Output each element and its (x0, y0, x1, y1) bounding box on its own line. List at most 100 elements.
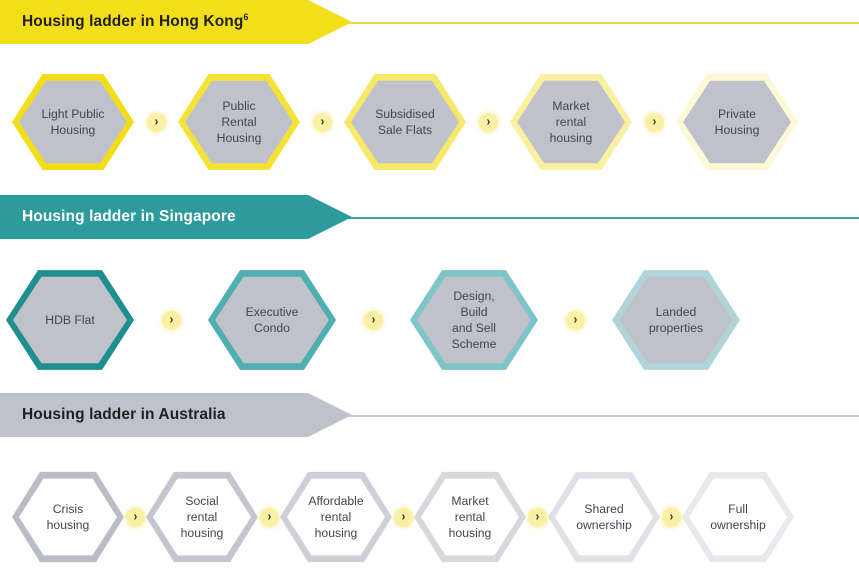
hex-step-australia-5[interactable]: Shared ownership (548, 470, 660, 564)
hex-step-australia-4[interactable]: Market rental housing (414, 470, 526, 564)
chevron-right-icon: › (312, 112, 332, 132)
hex-step-singapore-1[interactable]: HDB Flat (6, 268, 134, 372)
hex-step-singapore-4[interactable]: Landed properties (612, 268, 740, 372)
hex-step-label: Executive Condo (245, 304, 299, 335)
hexagon-shape: Full ownership (682, 470, 794, 564)
ladder-section-singapore: Housing ladder in Singapore (0, 195, 859, 241)
hex-step-label: Landed properties (648, 304, 704, 335)
chevron-right-icon: › (146, 112, 166, 132)
chevron-right-icon: › (125, 507, 145, 527)
hex-step-label: Full ownership (710, 501, 766, 532)
hex-step-label: Public Rental Housing (216, 98, 262, 146)
step-separator: › (134, 112, 178, 132)
hex-step-label: Private Housing (714, 106, 760, 137)
hex-step-label: HDB Flat (45, 312, 95, 327)
hexagon-shape: Public Rental Housing (178, 72, 300, 172)
step-separator: › (660, 507, 682, 527)
chevron-glyph: › (154, 114, 159, 129)
hexagon-shape: Landed properties (612, 268, 740, 372)
banner-rule-hong-kong (330, 22, 859, 24)
banner-title-singapore: Housing ladder in Singapore (22, 208, 236, 226)
banner-title-hong-kong: Housing ladder in Hong Kong6 (22, 12, 249, 31)
chevron-right-icon: › (644, 112, 664, 132)
hexagon-fill (619, 276, 733, 364)
hexagon-shape: Affordable rental housing (280, 470, 392, 564)
banner-rule-singapore (330, 217, 859, 219)
hex-step-hong-kong-2[interactable]: Public Rental Housing (178, 72, 300, 172)
chevron-right-icon: › (527, 507, 547, 527)
hex-step-hong-kong-5[interactable]: Private Housing (676, 72, 798, 172)
hex-step-australia-1[interactable]: Crisis housing (12, 470, 124, 564)
banner-title-australia: Housing ladder in Australia (22, 406, 226, 424)
banner-singapore: Housing ladder in Singapore (0, 195, 352, 239)
hex-step-label: Affordable rental housing (308, 493, 364, 541)
hexagon-shape: Social rental housing (146, 470, 258, 564)
chevron-right-icon: › (259, 507, 279, 527)
chevron-glyph: › (371, 312, 376, 327)
step-separator: › (336, 310, 410, 330)
hexagon-shape: Subsidised Sale Flats (344, 72, 466, 172)
hex-step-australia-3[interactable]: Affordable rental housing (280, 470, 392, 564)
chevron-glyph: › (267, 509, 272, 524)
ladder-section-hong-kong: Housing ladder in Hong Kong6 (0, 0, 859, 46)
step-separator: › (466, 112, 510, 132)
banner-hong-kong: Housing ladder in Hong Kong6 (0, 0, 352, 44)
hex-step-label: Light Public Housing (41, 106, 105, 137)
hexagon-shape: Market rental housing (510, 72, 632, 172)
banner-footnote-marker-hong-kong: 6 (243, 12, 249, 23)
hex-step-label: Market rental housing (448, 493, 492, 541)
hexagon-shape: Crisis housing (12, 470, 124, 564)
chevron-right-icon: › (161, 310, 181, 330)
chevron-glyph: › (320, 114, 325, 129)
hex-step-australia-2[interactable]: Social rental housing (146, 470, 258, 564)
hex-row-australia: Crisis housing › Social rental housing › Aff… (0, 452, 859, 582)
hex-step-hong-kong-3[interactable]: Subsidised Sale Flats (344, 72, 466, 172)
hexagon-fill (421, 478, 519, 556)
banner-wrap-australia: Housing ladder in Australia (0, 393, 859, 439)
chevron-right-icon: › (363, 310, 383, 330)
ladder-section-australia: Housing ladder in Australia (0, 393, 859, 439)
hex-step-label: Market rental housing (549, 98, 593, 146)
hex-step-hong-kong-1[interactable]: Light Public Housing (12, 72, 134, 172)
banner-australia: Housing ladder in Australia (0, 393, 352, 437)
chevron-right-icon: › (661, 507, 681, 527)
step-separator: › (124, 507, 146, 527)
step-separator: › (134, 310, 208, 330)
hex-row-singapore: HDB Flat › Executive Condo › Design, Build a… (0, 250, 859, 390)
chevron-glyph: › (669, 509, 674, 524)
chevron-right-icon: › (565, 310, 585, 330)
step-separator: › (300, 112, 344, 132)
hex-step-hong-kong-4[interactable]: Market rental housing (510, 72, 632, 172)
hex-step-australia-6[interactable]: Full ownership (682, 470, 794, 564)
banner-wrap-hong-kong: Housing ladder in Hong Kong6 (0, 0, 859, 46)
hex-step-singapore-3[interactable]: Design, Build and Sell Scheme (410, 268, 538, 372)
chevron-glyph: › (169, 312, 174, 327)
hexagon-fill (215, 276, 329, 364)
chevron-glyph: › (535, 509, 540, 524)
banner-wrap-singapore: Housing ladder in Singapore (0, 195, 859, 241)
hexagon-shape: Design, Build and Sell Scheme (410, 268, 538, 372)
chevron-right-icon: › (478, 112, 498, 132)
hexagon-shape: Light Public Housing (12, 72, 134, 172)
hex-step-label: Shared ownership (576, 501, 632, 532)
chevron-glyph: › (401, 509, 406, 524)
step-separator: › (632, 112, 676, 132)
hexagon-shape: Market rental housing (414, 470, 526, 564)
hex-step-label: Design, Build and Sell Scheme (451, 288, 497, 352)
chevron-glyph: › (486, 114, 491, 129)
hex-step-label: Crisis housing (46, 501, 90, 532)
hex-step-label: Social rental housing (180, 493, 224, 541)
step-separator: › (392, 507, 414, 527)
hexagon-fill (417, 276, 531, 364)
hexagon-shape: Executive Condo (208, 268, 336, 372)
hex-step-singapore-2[interactable]: Executive Condo (208, 268, 336, 372)
hexagon-shape: Private Housing (676, 72, 798, 172)
chevron-glyph: › (133, 509, 138, 524)
hexagon-shape: Shared ownership (548, 470, 660, 564)
hex-row-hong-kong: Light Public Housing › Public Rental Housi… (0, 52, 859, 192)
hex-step-label: Subsidised Sale Flats (375, 106, 435, 137)
chevron-glyph: › (573, 312, 578, 327)
step-separator: › (526, 507, 548, 527)
hexagon-shape: HDB Flat (6, 268, 134, 372)
